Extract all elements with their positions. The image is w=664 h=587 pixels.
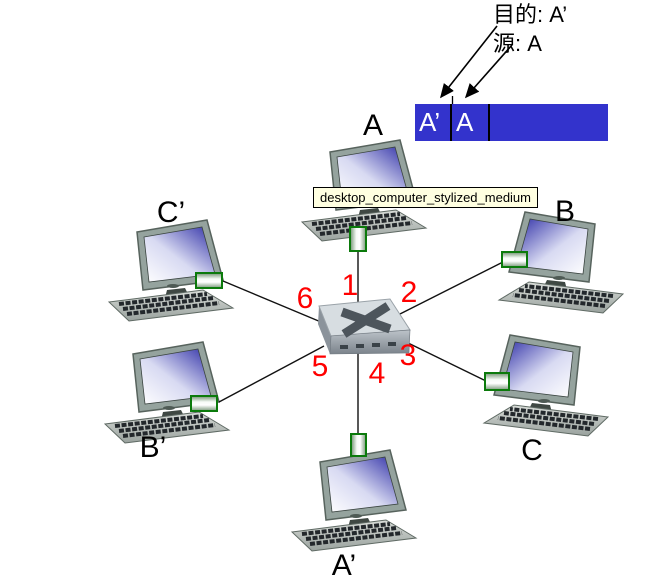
- link-b-prime-switch: [218, 345, 325, 403]
- connector-icon-c-prime: [195, 272, 223, 289]
- frame-cell-payload: [490, 104, 608, 141]
- host-a-prime[interactable]: [290, 448, 420, 553]
- ethernet-switch-icon[interactable]: [318, 298, 411, 355]
- host-label-b-prime: B’: [139, 431, 167, 464]
- frame-field-annotation: 目的: A’ 源: A: [493, 0, 567, 58]
- annotation-source: 源: A: [493, 31, 542, 56]
- frame-cell-destination: A’: [415, 104, 452, 141]
- ethernet-frame: A’ A: [415, 104, 608, 141]
- switch-port-3: 3: [399, 339, 417, 372]
- host-label-b: B: [554, 195, 576, 228]
- desktop-computer-icon: [107, 218, 237, 323]
- host-label-a: A: [362, 109, 384, 142]
- host-c-prime[interactable]: [107, 218, 237, 323]
- host-label-a-prime: A’: [331, 549, 357, 582]
- switch-port-1: 1: [341, 269, 359, 302]
- connector-icon-b-prime: [190, 395, 218, 412]
- frame-cell-source: A: [452, 104, 490, 141]
- switch-port-5: 5: [311, 350, 329, 383]
- arrow-destination-field: [440, 25, 498, 99]
- host-label-c: C: [521, 434, 543, 467]
- image-tooltip: desktop_computer_stylized_medium: [313, 187, 538, 208]
- switch-port-2: 2: [400, 276, 418, 309]
- annotation-destination: 目的: A’: [493, 2, 568, 27]
- switch-port-6: 6: [296, 282, 314, 315]
- host-label-c-prime: C’: [156, 196, 186, 229]
- connector-icon-a-prime: [350, 433, 367, 457]
- connector-icon-c: [484, 372, 510, 391]
- connector-icon-a: [349, 226, 367, 252]
- host-b-prime[interactable]: [103, 340, 233, 445]
- desktop-computer-icon: [103, 340, 233, 445]
- desktop-computer-icon: [290, 448, 420, 553]
- switch-port-4: 4: [368, 357, 386, 390]
- connector-icon-b: [501, 251, 528, 268]
